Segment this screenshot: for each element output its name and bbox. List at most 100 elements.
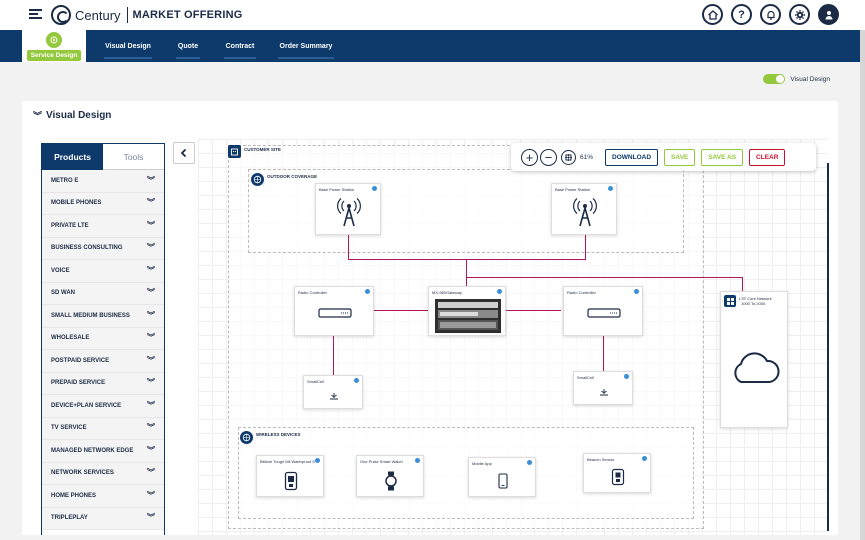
info-icon[interactable]	[365, 289, 370, 294]
product-label: MOBILE PHONES	[51, 200, 102, 207]
lte-core-node[interactable]: LTE Core Network 1000 To 2000	[720, 291, 788, 428]
node-label: SmallCell	[577, 375, 594, 380]
chevron-left-icon	[180, 148, 187, 158]
card-title-text: Visual Design	[46, 110, 112, 121]
link-wire	[348, 259, 586, 260]
product-item[interactable]: TRIPLEPLAY︾	[42, 507, 164, 530]
link-wire	[372, 310, 428, 311]
base-power-station-node[interactable]: Base Power Station	[551, 183, 617, 235]
device-node[interactable]: Mobile App	[468, 457, 536, 497]
device-node[interactable]: One Pulse Smart Watch	[356, 455, 424, 497]
product-label: WHOLESALE	[51, 335, 90, 342]
router-device-icon	[587, 308, 621, 318]
user-icon[interactable]	[818, 4, 839, 25]
product-item[interactable]: PRIVATE LTE︾	[42, 215, 164, 238]
app-title: MARKET OFFERING	[132, 9, 243, 21]
tab-label: Visual Design	[105, 42, 151, 50]
help-icon[interactable]: ?	[731, 4, 752, 25]
info-icon[interactable]	[354, 378, 359, 383]
tab-tools[interactable]: Tools	[103, 144, 164, 170]
product-item[interactable]: BUSINESS CONSULTING︾	[42, 237, 164, 260]
product-item[interactable]: MOBILE PHONES︾	[42, 192, 164, 215]
device-node[interactable]: Beacon Sensor	[583, 453, 651, 493]
info-icon[interactable]	[624, 374, 629, 379]
product-item[interactable]: MANAGED NETWORK EDGE︾	[42, 440, 164, 463]
link-wire	[466, 259, 467, 286]
product-item[interactable]: VOICE︾	[42, 260, 164, 283]
small-cell-node[interactable]: SmallCell	[303, 375, 363, 409]
base-power-station-node[interactable]: Base Power Station	[315, 183, 381, 235]
info-icon[interactable]	[527, 460, 532, 465]
design-canvas[interactable]: CUSTOMER SITE OUTDOOR COVERAGE WIRELESS …	[198, 139, 828, 535]
small-cell-node[interactable]: SmallCell	[573, 371, 633, 405]
link-wire	[505, 310, 561, 311]
tab-order-summary[interactable]: Order Summary	[272, 30, 340, 62]
radio-controller-node[interactable]: Radio Controller	[563, 286, 643, 336]
product-label: BUSINESS CONSULTING	[51, 245, 123, 252]
link-wire	[585, 235, 586, 259]
download-button[interactable]: DOWNLOAD	[605, 148, 659, 166]
network-icon	[724, 295, 736, 307]
product-label: PRIVATE LTE	[51, 222, 89, 229]
product-item[interactable]: WHOLESALE︾	[42, 327, 164, 350]
expand-chevron-icon: ︾	[147, 445, 155, 455]
tab-quote[interactable]: Quote	[170, 30, 206, 62]
gateway-node[interactable]: MX-960Gateway	[428, 286, 506, 336]
toggle-switch[interactable]	[763, 74, 786, 84]
node-label: Base Power Station	[555, 187, 591, 192]
tab-service-design[interactable]: Service Design	[22, 30, 86, 62]
canvas-scrollbar[interactable]	[827, 163, 829, 531]
home-icon[interactable]	[702, 4, 723, 25]
antenna-tower-icon	[573, 198, 597, 227]
logo: Century MARKET OFFERING	[51, 4, 242, 26]
tab-label: Order Summary	[279, 42, 333, 50]
bell-icon[interactable]	[760, 4, 781, 25]
expand-chevron-icon: ︾	[147, 175, 155, 185]
menu-icon[interactable]	[29, 9, 42, 19]
zoom-out-icon[interactable]: −	[540, 148, 557, 166]
zoom-in-icon[interactable]: +	[521, 148, 538, 166]
product-item[interactable]: SMALL MEDIUM BUSINESS︾	[42, 305, 164, 328]
router-device-icon	[318, 308, 352, 318]
product-item[interactable]: DEVICE+PLAN SERVICE︾	[42, 395, 164, 418]
product-item[interactable]: POSTPAID SERVICE︾	[42, 350, 164, 373]
product-list: METRO E︾ MOBILE PHONES︾ PRIVATE LTE︾ BUS…	[42, 170, 164, 530]
expand-chevron-icon: ︾	[147, 400, 155, 410]
info-icon[interactable]	[372, 186, 377, 191]
visual-design-toggle[interactable]: Visual Design	[763, 74, 830, 84]
expand-chevron-icon: ︾	[147, 310, 155, 320]
product-item[interactable]: METRO E︾	[42, 170, 164, 193]
tab-visual-design[interactable]: Visual Design	[98, 30, 158, 62]
info-icon[interactable]	[642, 456, 647, 461]
fit-to-screen-icon[interactable]	[561, 149, 576, 165]
page-scrollbar[interactable]	[860, 30, 865, 540]
globe-icon	[240, 431, 253, 444]
product-item[interactable]: TV SERVICE︾	[42, 417, 164, 440]
product-item[interactable]: SD WAN︾	[42, 282, 164, 305]
nav-bar: Service Design Visual Design Quote Contr…	[0, 30, 860, 62]
globe-icon	[251, 173, 264, 186]
save-as-button[interactable]: SAVE AS	[701, 148, 744, 166]
outdoor-coverage-zone[interactable]	[248, 169, 684, 253]
antenna-tower-icon	[337, 198, 361, 227]
radio-controller-node[interactable]: Radio Controller	[294, 286, 374, 336]
small-cell-icon	[330, 393, 338, 400]
gear-icon[interactable]	[789, 4, 810, 25]
info-icon[interactable]	[634, 289, 639, 294]
device-node[interactable]: Bittium Tough Mil Waterproof S	[256, 455, 324, 497]
product-item[interactable]: PREPAID SERVICE︾	[42, 372, 164, 395]
product-item[interactable]: HOME PHONES︾	[42, 485, 164, 508]
product-item[interactable]: NETWORK SERVICES︾	[42, 462, 164, 485]
info-icon[interactable]	[415, 458, 420, 463]
clear-button[interactable]: CLEAR	[749, 148, 786, 166]
tab-contract[interactable]: Contract	[218, 30, 262, 62]
wireless-devices-label: WIRELESS DEVICES	[256, 432, 301, 437]
card-title[interactable]: ︾ Visual Design	[33, 110, 111, 121]
info-icon[interactable]	[315, 458, 320, 463]
customer-site-label: CUSTOMER SITE	[244, 147, 281, 152]
info-icon[interactable]	[497, 289, 502, 294]
tab-products[interactable]: Products	[42, 144, 103, 170]
collapse-panel-button[interactable]	[173, 142, 195, 164]
save-button[interactable]: SAVE	[664, 148, 696, 166]
info-icon[interactable]	[608, 186, 613, 191]
